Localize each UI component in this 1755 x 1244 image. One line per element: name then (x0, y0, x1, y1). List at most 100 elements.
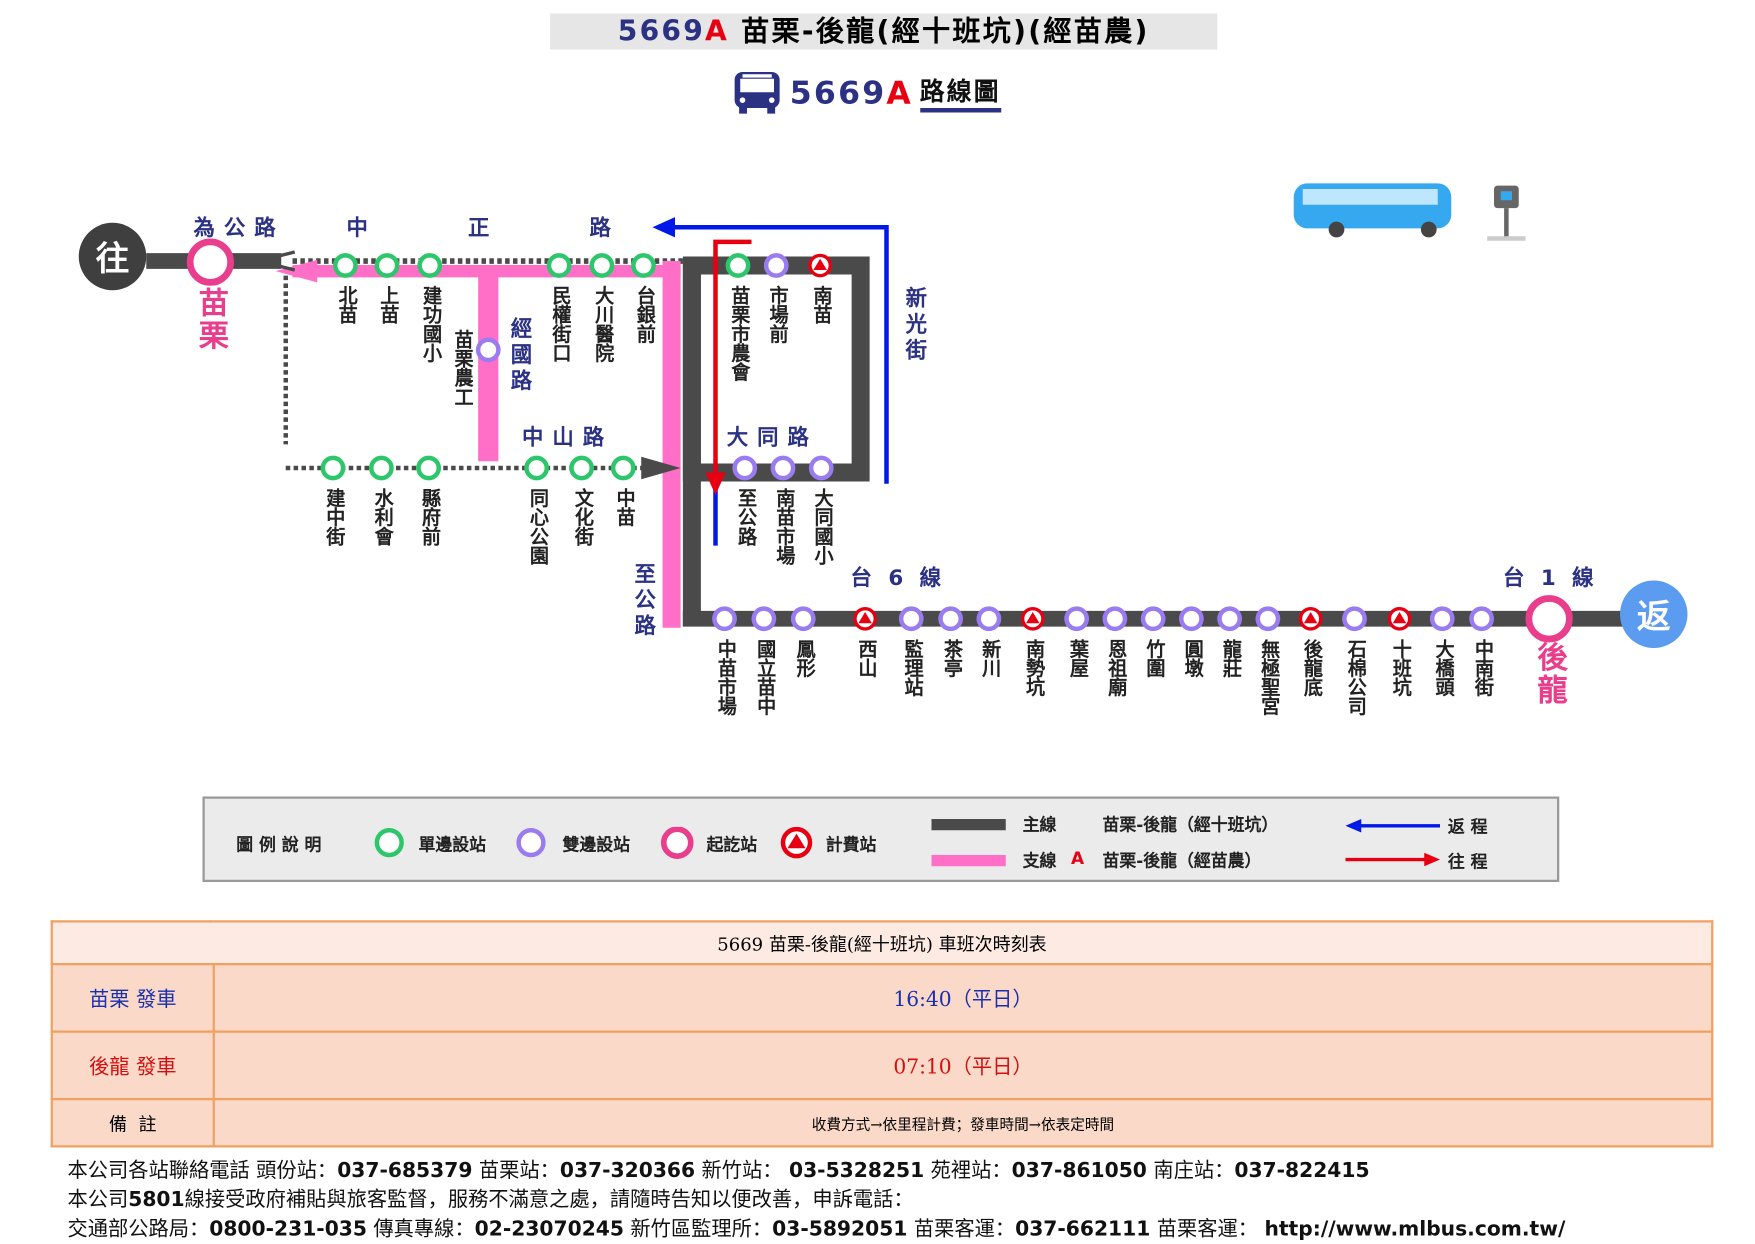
stop-marker[interactable] (1258, 609, 1278, 629)
stop-label[interactable]: 建中街 (323, 488, 343, 545)
footer-text: 5801 (128, 1188, 184, 1212)
end-badge: 返 (1637, 597, 1671, 636)
stop-label[interactable]: 後龍底 (1301, 639, 1321, 696)
stop-marker[interactable] (371, 458, 391, 478)
stop-marker[interactable] (420, 255, 440, 275)
stop-label[interactable]: 上苗 (377, 286, 397, 324)
stop-marker[interactable] (549, 255, 569, 275)
stop-marker[interactable] (1181, 609, 1201, 629)
stop-label[interactable]: 大川醫院 (592, 286, 612, 363)
stop-marker[interactable] (633, 255, 653, 275)
stop-label[interactable]: 大同國小 (811, 488, 831, 565)
stop-label[interactable]: 恩祖廟 (1105, 639, 1125, 696)
start-terminal-label: 苗栗 (188, 287, 232, 352)
stop-label[interactable]: 葉屋 (1067, 639, 1087, 677)
stop-label[interactable]: 苗栗農工 (451, 330, 471, 407)
stop-label[interactable]: 鳳形 (793, 639, 813, 677)
footer-text: 線接受政府補貼與旅客監督，服務不滿意之處，請隨時告知以便改善，申訴電話： (185, 1188, 914, 1212)
terminal-stop-houlong[interactable] (1529, 599, 1570, 640)
legend-title: 圖 例 說 明 (236, 833, 321, 857)
stop-marker[interactable] (1472, 609, 1492, 629)
stop-label[interactable]: 無極聖宮 (1258, 639, 1278, 716)
stop-marker[interactable] (728, 255, 748, 275)
stop-label[interactable]: 中苗市場 (714, 639, 734, 716)
stop-label[interactable]: 圓墩 (1181, 639, 1201, 677)
stop-marker[interactable] (941, 609, 961, 629)
stop-marker[interactable] (419, 458, 439, 478)
stop-label[interactable]: 文化街 (572, 488, 592, 545)
stop-label[interactable]: 大橋頭 (1432, 639, 1452, 696)
road-weigong: 為公路 (194, 212, 285, 242)
houlong-departure-time: 07:10（平日） (214, 1032, 1713, 1100)
return-arrow (653, 217, 676, 237)
stop-marker[interactable] (613, 458, 633, 478)
stop-marker[interactable] (1432, 609, 1452, 629)
stop-label[interactable]: 南苗市場 (773, 488, 793, 565)
terminal-stop-miaoli[interactable] (190, 242, 231, 283)
stop-label[interactable]: 市場前 (766, 286, 786, 343)
road-zhongzheng-1: 中 (347, 212, 377, 242)
legend-branch-desc: 苗栗-後龍（經苗農） (1103, 848, 1262, 872)
stop-label[interactable]: 龍莊 (1220, 639, 1240, 677)
stop-marker[interactable] (979, 609, 999, 629)
stop-marker[interactable] (377, 255, 397, 275)
stop-label[interactable]: 監理站 (901, 639, 921, 696)
stop-marker[interactable] (572, 458, 592, 478)
stop-label[interactable]: 中苗 (613, 488, 633, 526)
stop-marker[interactable] (592, 255, 612, 275)
stop-marker[interactable] (527, 458, 547, 478)
stop-marker[interactable] (901, 609, 921, 629)
stop-label[interactable]: 台銀前 (633, 286, 653, 343)
stop-label[interactable]: 石棉公司 (1344, 639, 1364, 716)
stop-label[interactable]: 西山 (855, 639, 875, 677)
stop-label[interactable]: 北苗 (335, 286, 355, 324)
footer-text: 苗栗站： (472, 1159, 559, 1183)
stop-marker[interactable] (811, 458, 831, 478)
stop-label[interactable]: 苗栗市農會 (728, 286, 748, 382)
stop-label[interactable]: 竹圍 (1143, 639, 1163, 677)
stop-marker[interactable] (1143, 609, 1163, 629)
stop-marker[interactable] (1105, 609, 1125, 629)
stop-marker[interactable] (773, 458, 793, 478)
footer-text: 新竹區監理所： (624, 1217, 772, 1241)
stop-marker[interactable] (735, 458, 755, 478)
stop-marker[interactable] (1220, 609, 1240, 629)
stop-label[interactable]: 南苗 (810, 286, 830, 324)
road-zhongshan: 中山路 (522, 421, 613, 451)
stop-label[interactable]: 新川 (979, 639, 999, 677)
legend-main-swatch (932, 819, 1006, 830)
stop-marker[interactable] (323, 458, 343, 478)
legend-terminal: 起訖站 (707, 833, 758, 857)
legend-main-desc: 苗栗-後龍（經十班坑） (1103, 812, 1279, 836)
stop-label[interactable]: 中南街 (1472, 639, 1492, 696)
stop-marker[interactable] (766, 255, 786, 275)
stop-label[interactable]: 縣府前 (419, 488, 439, 545)
stop-label[interactable]: 南勢坑 (1023, 639, 1043, 696)
stop-marker[interactable] (1344, 609, 1364, 629)
stop-marker[interactable] (335, 255, 355, 275)
website-link[interactable]: http://www.mlbus.com.tw/ (1264, 1217, 1565, 1241)
note-label: 備 註 (52, 1099, 214, 1146)
miaoli-departure-time: 16:40（平日） (214, 964, 1713, 1032)
stop-marker[interactable] (714, 609, 734, 629)
stop-label[interactable]: 同心公園 (527, 488, 547, 565)
stop-label[interactable]: 國立苗中 (754, 639, 774, 716)
stop-label[interactable]: 至公路 (735, 488, 755, 545)
footer-text: 037-861050 (1012, 1159, 1147, 1183)
stop-marker[interactable] (1067, 609, 1087, 629)
start-badge: 往 (96, 239, 130, 278)
legend-double: 雙邊設站 (563, 833, 631, 857)
stop-label[interactable]: 茶亭 (941, 639, 961, 677)
stop-label[interactable]: 建功國小 (420, 286, 440, 363)
footer-text: 0800-231-035 (209, 1217, 367, 1241)
stop-label[interactable]: 十班坑 (1389, 639, 1409, 696)
outbound-arrow (705, 473, 725, 496)
stop-marker[interactable] (793, 609, 813, 629)
road-zhongzheng-3: 路 (590, 212, 620, 242)
stop-label[interactable]: 水利會 (371, 488, 391, 545)
stop-marker[interactable] (478, 340, 498, 360)
stop-marker[interactable] (754, 609, 774, 629)
stop-label[interactable]: 民權街口 (549, 286, 569, 363)
